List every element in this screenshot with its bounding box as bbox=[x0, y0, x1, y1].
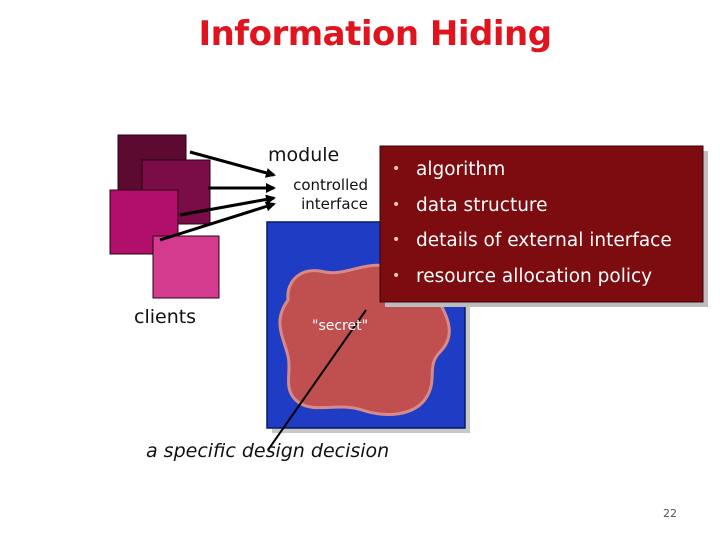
secret-label: "secret" bbox=[312, 318, 369, 334]
controlled-interface-label: controlled interface bbox=[276, 176, 368, 214]
secret-panel bbox=[379, 145, 704, 303]
client-arrow-4 bbox=[159, 201, 276, 242]
design-decision-label: a specific design decision bbox=[146, 440, 390, 462]
secret-item-external-interface: • details of external interface bbox=[386, 223, 704, 259]
bullet-icon: • bbox=[392, 196, 401, 213]
secret-item-resource-allocation: • resource allocation policy bbox=[386, 259, 704, 295]
bullet-icon: • bbox=[392, 232, 401, 248]
controlled-interface-line-1: controlled bbox=[293, 176, 368, 194]
client-arrow-3 bbox=[179, 194, 276, 217]
secret-item-text: resource allocation policy bbox=[416, 265, 653, 287]
secret-item-algorithm: • algorithm bbox=[386, 152, 704, 188]
module-label: module bbox=[268, 144, 340, 166]
secret-contents-list: • algorithm • data structure • details of e… bbox=[386, 152, 704, 301]
slide-title: Information Hiding bbox=[198, 14, 552, 54]
clients-label: clients bbox=[134, 306, 197, 328]
bullet-icon: • bbox=[392, 267, 401, 284]
client-box-4 bbox=[152, 235, 220, 299]
secret-item-data-structure: • data structure bbox=[386, 188, 704, 224]
secret-item-text: details of external interface bbox=[416, 230, 672, 251]
bullet-icon: • bbox=[392, 161, 401, 177]
decision-pointer-line bbox=[267, 309, 367, 451]
page-number: 22 bbox=[663, 507, 677, 520]
secret-item-text: algorithm bbox=[416, 159, 506, 180]
secret-item-text: data structure bbox=[416, 194, 548, 216]
client-arrow-1 bbox=[189, 150, 276, 178]
controlled-interface-line-2: interface bbox=[301, 195, 368, 213]
